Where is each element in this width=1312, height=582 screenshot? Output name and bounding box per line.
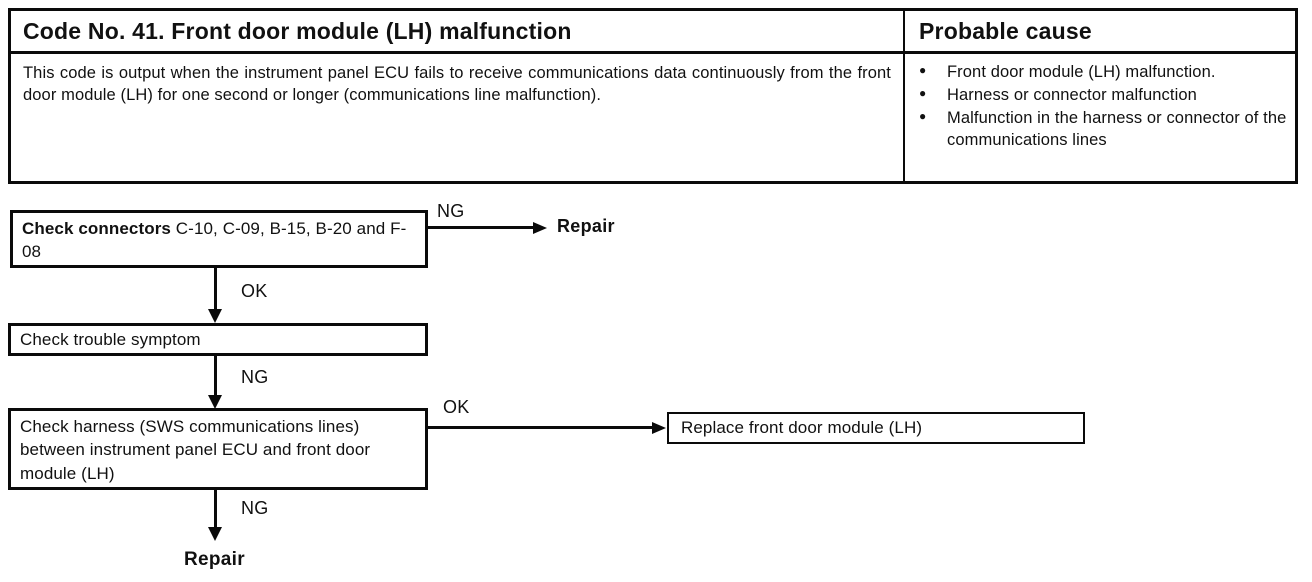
flow-result-repair-top: Repair [557, 216, 615, 236]
arrow-down-icon [208, 309, 222, 323]
arrow-right-icon [652, 422, 666, 434]
arrow-line-step2-ng [214, 356, 217, 396]
probable-cause-cell: Front door module (LH) malfunction. Harn… [905, 54, 1295, 181]
flow-step-check-connectors: Check connectors C-10, C-09, B-15, B-20 … [10, 210, 428, 268]
flow-result-repair-bottom: Repair [184, 549, 245, 570]
arrow-right-icon [533, 222, 547, 234]
flow-step2-label: Check trouble symptom [20, 330, 201, 349]
flow-step-check-harness: Check harness (SWS communications lines)… [8, 408, 428, 490]
flow-ng-label-3: NG [241, 498, 269, 518]
probable-cause-header-cell: Probable cause [905, 11, 1295, 51]
dtc-description: This code is output when the instrument … [23, 64, 891, 104]
flow-ng-label-1: NG [437, 201, 465, 221]
probable-cause-item: Front door module (LH) malfunction. [917, 62, 1287, 84]
flow-ok-label-2: OK [443, 397, 470, 417]
flow-step-check-trouble-symptom: Check trouble symptom [8, 323, 428, 356]
arrow-down-icon [208, 527, 222, 541]
arrow-line-step3-ng [214, 490, 217, 528]
flow-ng-label-2: NG [241, 367, 269, 387]
dtc-info-table: Code No. 41. Front door module (LH) malf… [8, 8, 1298, 184]
dtc-table-body-row: This code is output when the instrument … [11, 54, 1295, 181]
probable-cause-list: Front door module (LH) malfunction. Harn… [917, 62, 1287, 152]
dtc-table-header-row: Code No. 41. Front door module (LH) malf… [11, 11, 1295, 54]
dtc-description-cell: This code is output when the instrument … [11, 54, 905, 181]
arrow-line-step1-ng [428, 226, 534, 229]
arrow-down-icon [208, 395, 222, 409]
flow-step1-label-bold: Check connectors [22, 219, 171, 238]
dtc-title: Code No. 41. Front door module (LH) malf… [23, 17, 572, 44]
arrow-line-step3-ok [428, 426, 653, 429]
flow-ok-label-1: OK [241, 281, 268, 301]
flow-step1-label-rest: C-10, C-09, B-15, B-20 and F-08 [22, 219, 407, 262]
probable-cause-header: Probable cause [919, 17, 1092, 44]
flow-step3-label: Check harness (SWS communications lines)… [20, 417, 371, 483]
flow-replace-label: Replace front door module (LH) [681, 418, 923, 437]
probable-cause-item: Malfunction in the harness or connector … [917, 108, 1287, 152]
probable-cause-item: Harness or connector malfunction [917, 85, 1287, 107]
flow-result-replace-module: Replace front door module (LH) [667, 412, 1085, 444]
dtc-title-cell: Code No. 41. Front door module (LH) malf… [11, 11, 905, 51]
arrow-line-step1-ok [214, 268, 217, 310]
